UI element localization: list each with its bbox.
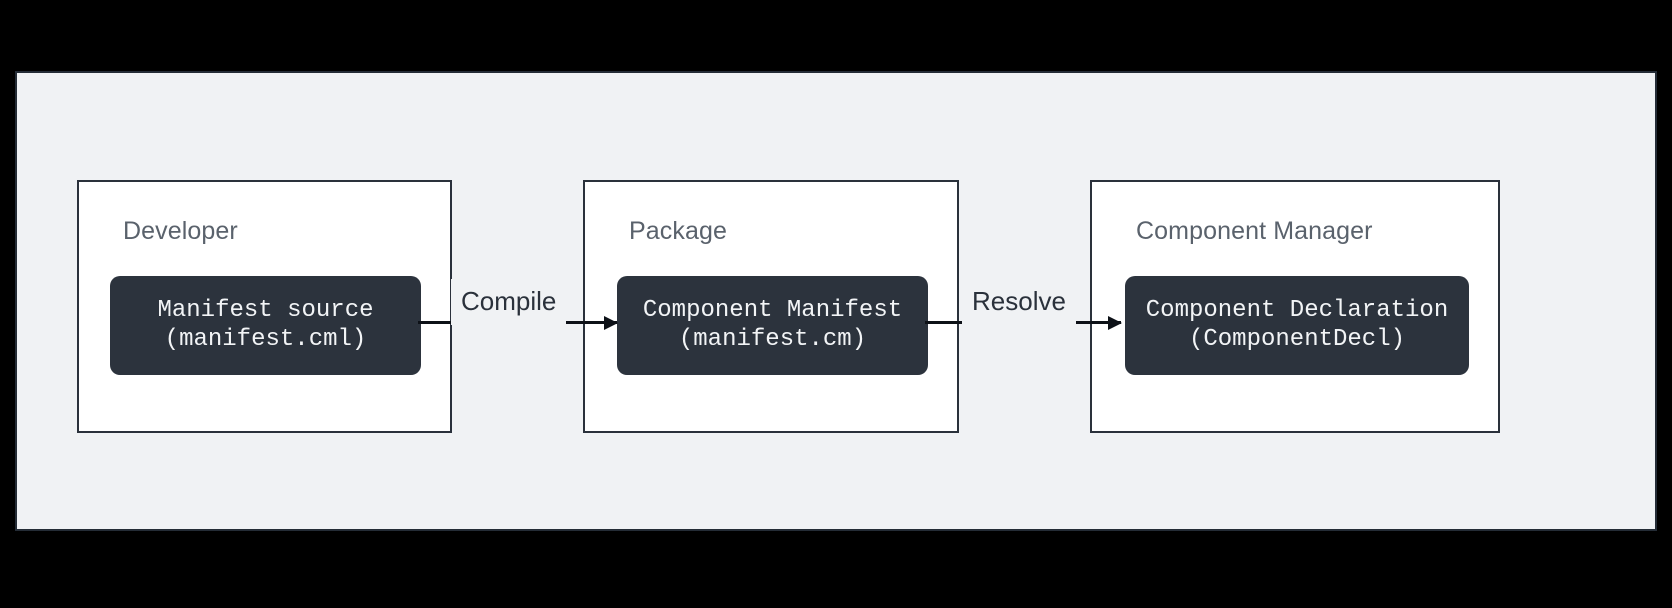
node-component-manifest-line2: (manifest.cm) <box>678 325 867 353</box>
group-package-label: Package <box>629 217 727 245</box>
node-manifest-source[interactable]: Manifest source (manifest.cml) <box>110 276 421 375</box>
arrowhead-icon <box>1108 315 1122 330</box>
group-component-manager[interactable]: Component Manager Component Declaration … <box>1090 180 1500 433</box>
node-component-manifest[interactable]: Component Manifest (manifest.cm) <box>617 276 928 375</box>
node-component-declaration-line1: Component Declaration <box>1145 297 1449 325</box>
group-component-manager-label: Component Manager <box>1136 217 1373 245</box>
group-developer[interactable]: Developer Manifest source (manifest.cml) <box>77 180 452 433</box>
node-component-manifest-line1: Component Manifest <box>642 297 903 325</box>
node-component-declaration[interactable]: Component Declaration (ComponentDecl) <box>1125 276 1469 375</box>
arrowhead-icon <box>604 315 618 330</box>
group-developer-label: Developer <box>123 217 238 245</box>
node-manifest-source-line1: Manifest source <box>157 297 374 325</box>
edge-label-resolve: Resolve <box>962 279 1076 325</box>
diagram-canvas: Developer Manifest source (manifest.cml)… <box>15 71 1657 531</box>
node-component-declaration-line2: (ComponentDecl) <box>1188 325 1406 353</box>
group-package[interactable]: Package Component Manifest (manifest.cm) <box>583 180 959 433</box>
edge-label-compile: Compile <box>451 279 567 325</box>
node-manifest-source-line2: (manifest.cml) <box>164 325 367 353</box>
